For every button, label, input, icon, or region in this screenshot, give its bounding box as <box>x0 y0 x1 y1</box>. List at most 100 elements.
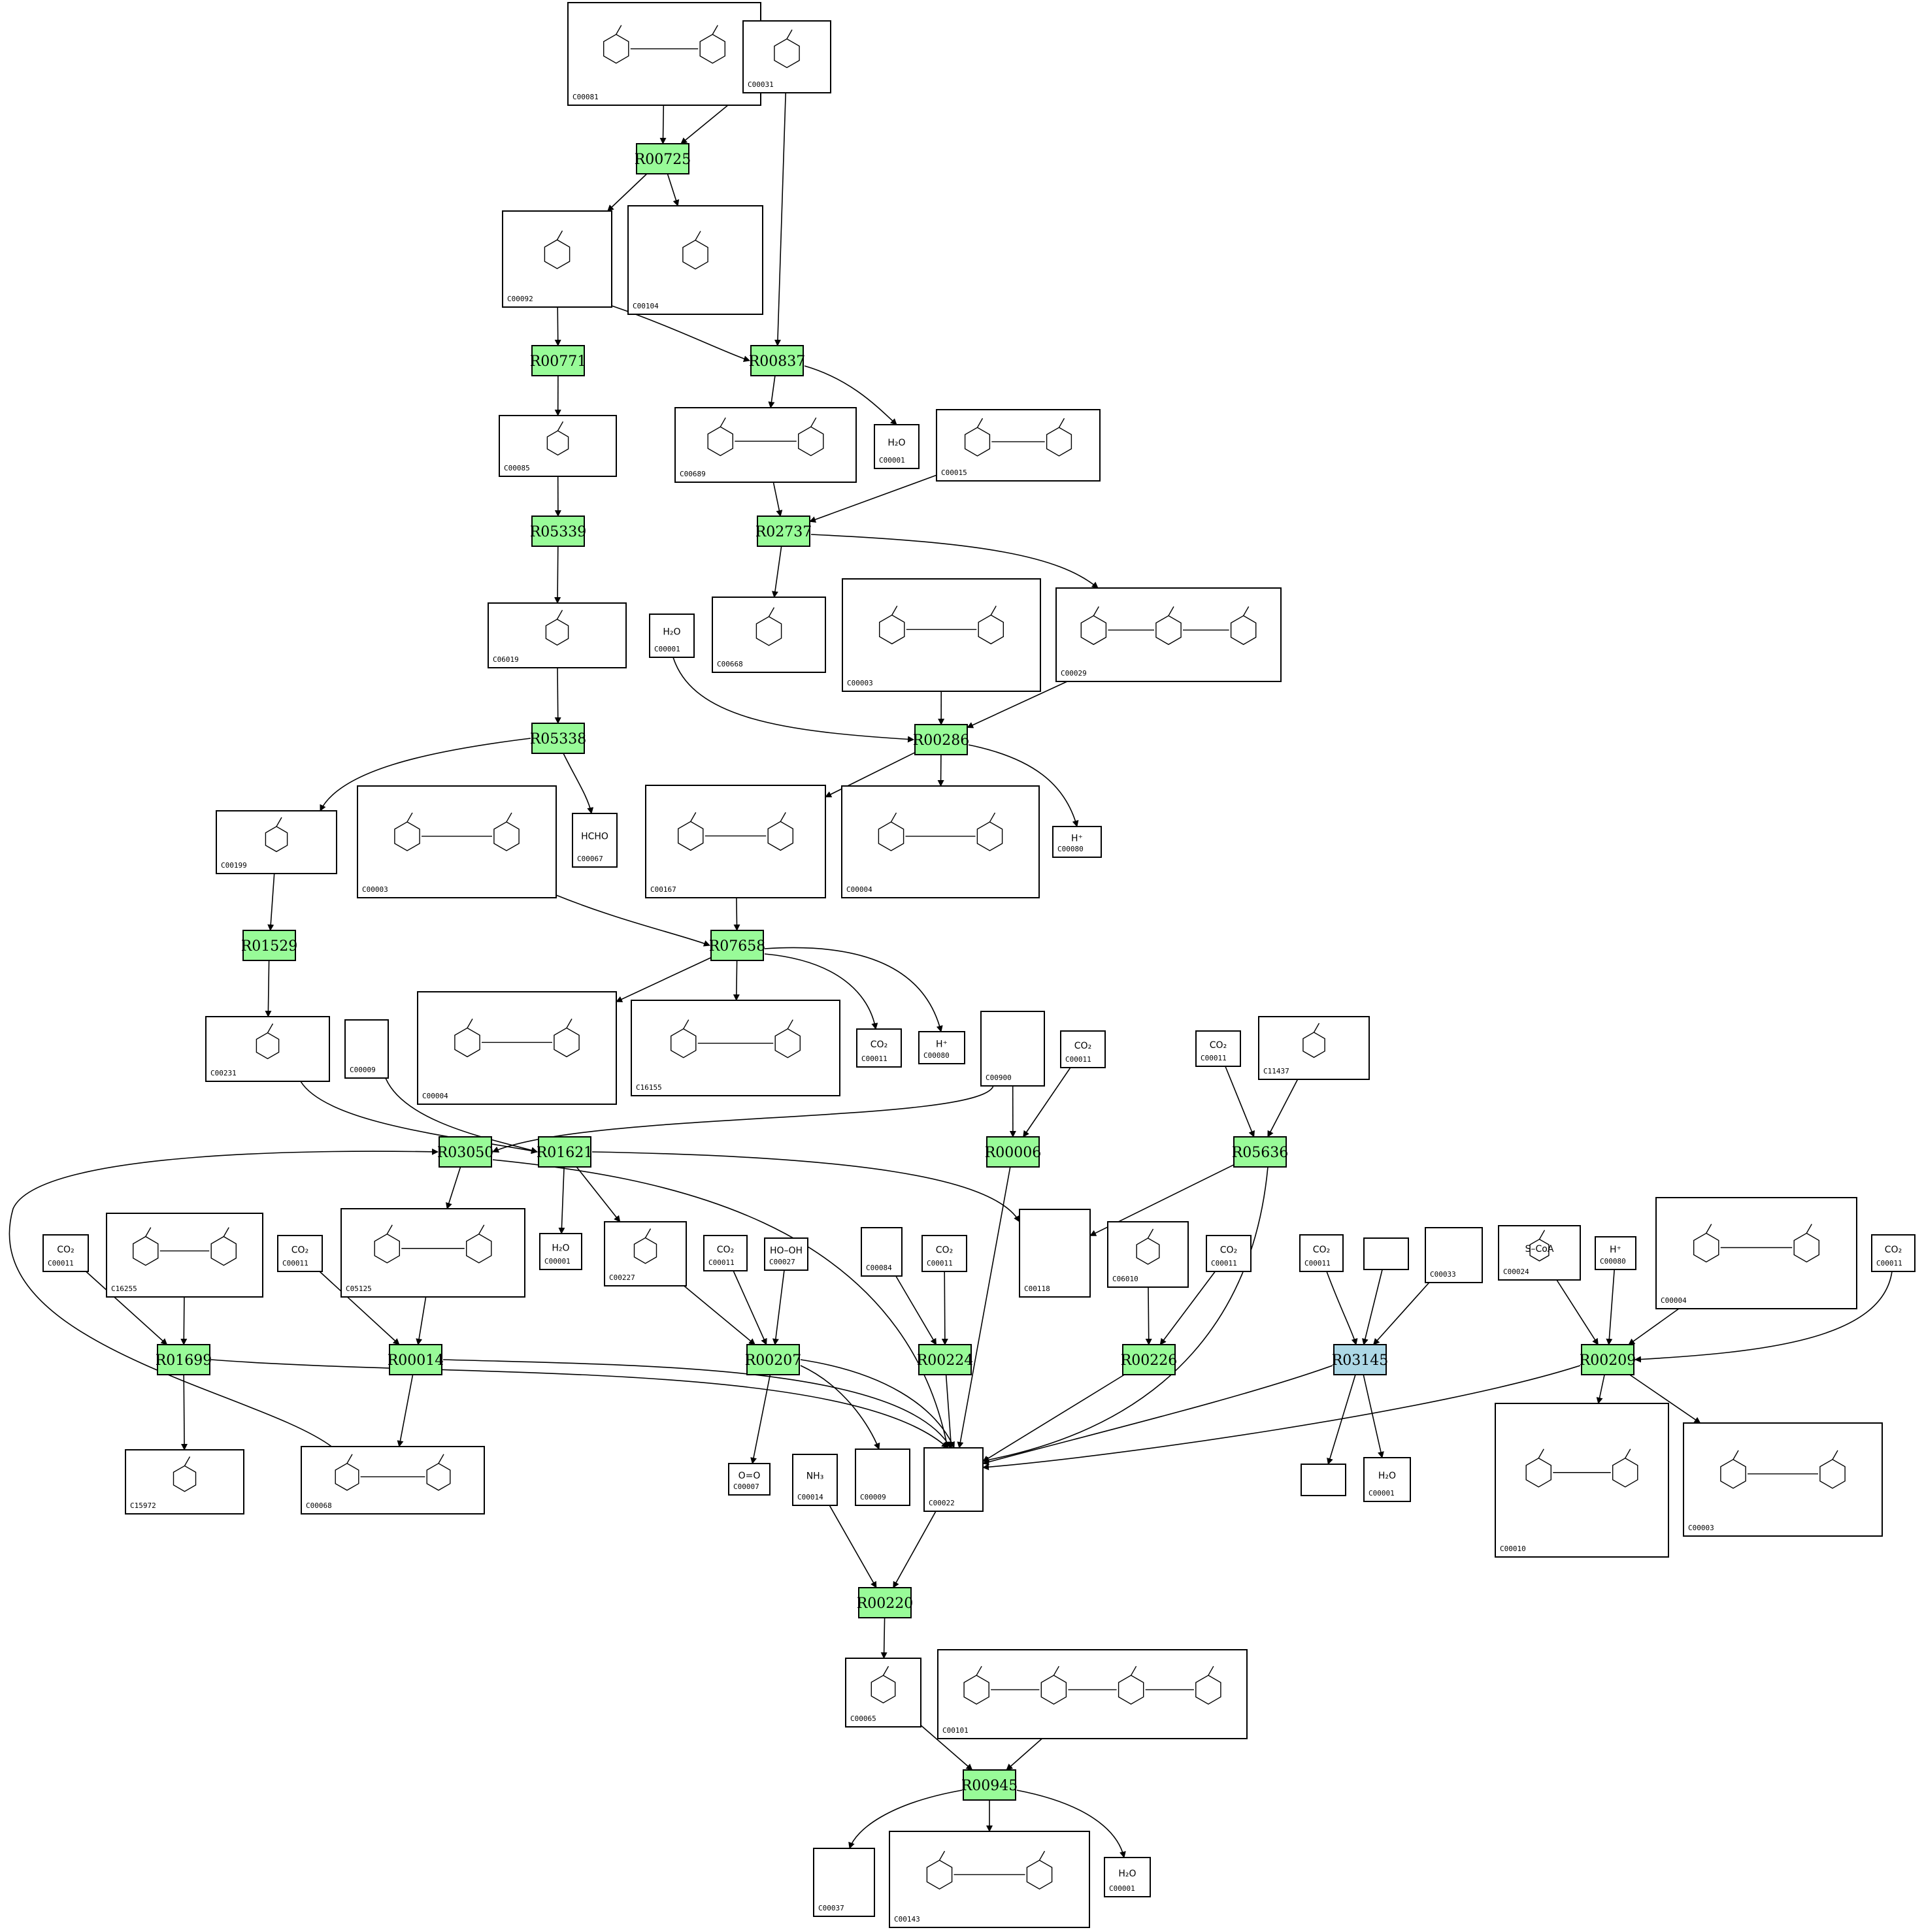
compound-node[interactable]: C00003 <box>357 785 557 898</box>
reaction-node-r07658[interactable]: R07658 <box>709 930 766 961</box>
molecule-structure-icon <box>1720 1450 1846 1489</box>
compound-node[interactable]: C16155 <box>631 1000 840 1096</box>
compound-node[interactable] <box>1363 1237 1409 1270</box>
reaction-node-r01699[interactable]: R01699 <box>156 1344 212 1375</box>
compound-node[interactable]: H⁺C00080 <box>1595 1236 1636 1270</box>
edge-n44-to-R03145 <box>1362 1269 1383 1345</box>
compound-node[interactable]: C00104 <box>627 205 763 315</box>
compound-node[interactable]: C15972 <box>125 1449 244 1514</box>
compound-node[interactable]: C00101 <box>937 1649 1248 1739</box>
reaction-node-r05636[interactable]: R05636 <box>1232 1136 1289 1168</box>
reaction-node-r03050[interactable]: R03050 <box>437 1136 494 1168</box>
reaction-node-r00224[interactable]: R00224 <box>917 1344 974 1375</box>
compound-node[interactable]: C11437 <box>1258 1016 1370 1080</box>
compound-node[interactable]: H⁺C00080 <box>1052 826 1102 858</box>
reaction-node-r00725[interactable]: R00725 <box>635 143 691 174</box>
compound-node[interactable]: C00668 <box>712 597 826 673</box>
reaction-node-r01621[interactable]: R01621 <box>537 1136 593 1168</box>
compound-node[interactable]: C00015 <box>936 409 1101 482</box>
reaction-node-r00220[interactable]: R00220 <box>857 1587 914 1618</box>
molecule-structure-icon <box>682 231 708 270</box>
edge-R00014-to-n55 <box>442 1359 952 1449</box>
compound-id-label: C00001 <box>654 645 680 653</box>
compound-node[interactable]: C00143 <box>889 1831 1090 1928</box>
compound-node[interactable]: H⁺C00080 <box>918 1031 965 1064</box>
compound-node[interactable]: C00167 <box>645 785 826 898</box>
compound-node[interactable]: C00085 <box>499 415 617 477</box>
compound-node[interactable]: C00081 <box>567 2 761 106</box>
compound-node[interactable]: C00004 <box>841 785 1040 898</box>
reaction-node-r00014[interactable]: R00014 <box>388 1344 444 1375</box>
compound-node[interactable]: C00231 <box>205 1016 330 1082</box>
reaction-label: R00286 <box>913 732 970 749</box>
compound-node[interactable]: C05125 <box>340 1208 525 1298</box>
compound-node[interactable]: C06019 <box>488 602 627 668</box>
compound-node[interactable]: C00029 <box>1055 587 1282 682</box>
reaction-node-r00209[interactable]: R00209 <box>1580 1344 1636 1375</box>
reaction-box <box>963 1769 1016 1801</box>
edge-R00224-to-n55 <box>945 1374 954 1449</box>
compound-node[interactable]: C00084 <box>861 1227 903 1277</box>
reaction-node-r00771[interactable]: R00771 <box>530 345 587 376</box>
compound-box <box>1060 1030 1106 1068</box>
compound-node[interactable] <box>1301 1464 1346 1496</box>
compound-node[interactable]: C00022 <box>923 1447 984 1512</box>
reaction-node-r05338[interactable]: R05338 <box>530 723 587 754</box>
reaction-box <box>1233 1136 1287 1168</box>
reaction-node-r00226[interactable]: R00226 <box>1121 1344 1178 1375</box>
reaction-label: R05339 <box>530 524 587 540</box>
reaction-node-r01529[interactable]: R01529 <box>241 930 298 961</box>
compound-node[interactable]: C00003 <box>842 578 1041 692</box>
edge-n45-to-R03145 <box>1372 1282 1430 1345</box>
compound-node[interactable]: C00900 <box>980 1011 1045 1087</box>
reaction-node-r02737[interactable]: R02737 <box>755 516 812 547</box>
compound-node[interactable]: C00037 <box>813 1848 875 1917</box>
compound-node[interactable]: C00010 <box>1495 1403 1669 1558</box>
compound-node[interactable]: C00003 <box>1683 1422 1883 1537</box>
compound-node[interactable]: C00065 <box>845 1658 921 1727</box>
reaction-node-r05339[interactable]: R05339 <box>530 516 587 547</box>
reaction-box <box>1122 1344 1176 1375</box>
compound-node[interactable]: C00009 <box>344 1019 389 1079</box>
reaction-node-r00837[interactable]: R00837 <box>749 345 806 376</box>
compound-node[interactable]: C00004 <box>417 991 617 1105</box>
compound-formula: H₂O <box>1378 1471 1396 1481</box>
compound-node[interactable]: C00009 <box>855 1449 910 1506</box>
compound-node[interactable]: C00004 <box>1655 1197 1857 1309</box>
compound-node[interactable]: C00689 <box>674 407 857 483</box>
compound-node[interactable]: C00227 <box>604 1221 687 1286</box>
compound-node[interactable]: C00033 <box>1425 1227 1483 1283</box>
compound-node[interactable]: C00031 <box>742 20 831 93</box>
reaction-node-r00945[interactable]: R00945 <box>961 1769 1018 1801</box>
compound-node[interactable]: C06010 <box>1107 1221 1189 1288</box>
reaction-node-r00286[interactable]: R00286 <box>913 724 970 755</box>
reaction-node-r00006[interactable]: R00006 <box>985 1136 1042 1168</box>
compound-node[interactable]: C00199 <box>216 810 337 874</box>
compound-node[interactable]: C00068 <box>301 1446 485 1514</box>
compound-node[interactable]: C00118 <box>1019 1209 1091 1298</box>
compound-node[interactable]: C16255 <box>106 1213 263 1298</box>
reaction-node-r03145[interactable]: R03145 <box>1332 1344 1389 1375</box>
compound-node[interactable]: C00092 <box>502 210 612 308</box>
reaction-node-r00207[interactable]: R00207 <box>745 1344 802 1375</box>
